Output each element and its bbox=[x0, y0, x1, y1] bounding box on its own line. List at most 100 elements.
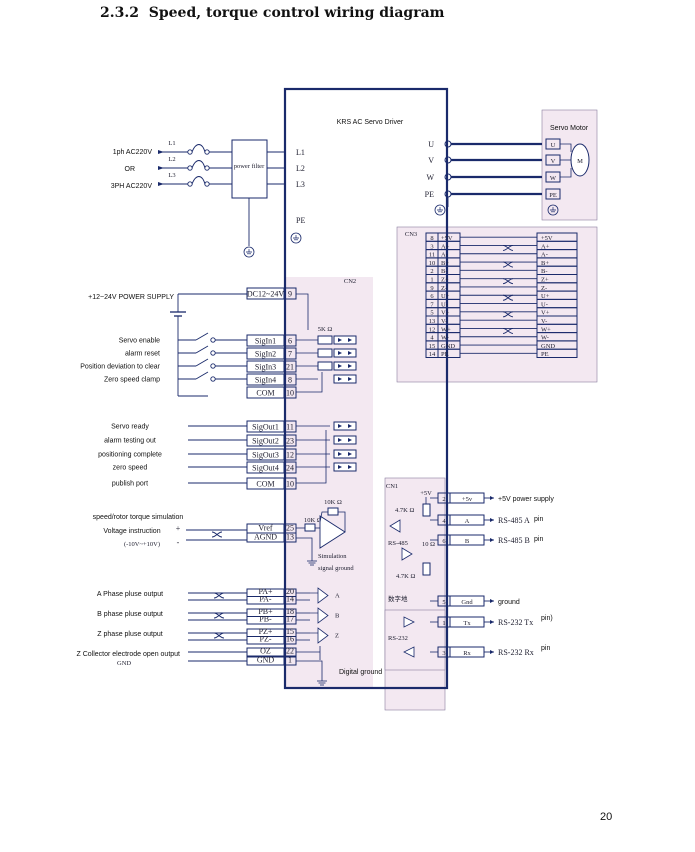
output-label-0: Servo ready bbox=[111, 424, 149, 431]
input-label-1: alarm reset bbox=[125, 351, 160, 358]
analog-minus: - bbox=[177, 538, 180, 547]
cn3-pin-no: 4 bbox=[430, 335, 434, 342]
cn1-pin-no: 3 bbox=[442, 650, 445, 657]
twisted-pair-icon bbox=[502, 311, 514, 318]
cn3-motor-name: B+ bbox=[541, 260, 549, 267]
output-0-no-box bbox=[283, 420, 297, 433]
analog-plus: + bbox=[176, 524, 181, 533]
motor-terminal-2: W bbox=[426, 173, 434, 182]
output-1-pin-no: 23 bbox=[286, 437, 294, 446]
gnd-pin-name: GND bbox=[257, 656, 275, 665]
cn1-label-3: ground bbox=[498, 599, 520, 606]
encoder-2-p-pin-name: PZ+ bbox=[259, 627, 273, 636]
output-0-pin-no: 11 bbox=[286, 423, 294, 432]
cn3-motor-name: U- bbox=[541, 301, 548, 308]
cn1-label-1: RS-485 A bbox=[498, 516, 530, 525]
cn1-dig-ground-label: 数字地 bbox=[388, 594, 408, 603]
arrow-icon bbox=[490, 518, 494, 522]
cn3-pin-no: 8 bbox=[430, 235, 433, 242]
cn3-motor-name: W- bbox=[541, 335, 549, 342]
resistor-icon bbox=[304, 523, 316, 532]
cn3-pin-name: PE bbox=[441, 351, 449, 358]
cn1-rs232-label: RS-232 bbox=[388, 635, 408, 642]
line-driver-icon bbox=[317, 587, 329, 604]
cn3-pin-no: 14 bbox=[429, 351, 436, 358]
cn3-pin-no: 5 bbox=[430, 310, 433, 317]
cn3-motor-name: B- bbox=[541, 268, 548, 275]
ground-icon bbox=[290, 232, 302, 244]
analog-agnd-pin-name: AGND bbox=[254, 533, 277, 542]
encoder-gate-1: B bbox=[335, 613, 340, 620]
cn3-motor-name: GND bbox=[541, 343, 555, 350]
cn3-motor-name: +5V bbox=[541, 235, 553, 242]
gnd-pin-no: 1 bbox=[288, 656, 292, 665]
encoder-gate-0: A bbox=[335, 593, 340, 600]
input-0-pin-no: 6 bbox=[288, 337, 292, 346]
cn3-pin-name: V- bbox=[441, 318, 447, 325]
input-resistor-label: 5K Ω bbox=[318, 326, 333, 333]
terminal-icon bbox=[204, 149, 210, 155]
twisted-pair-icon bbox=[213, 632, 225, 639]
cn1-label-0: +5V power supply bbox=[498, 496, 554, 503]
input-3-no-box bbox=[283, 373, 297, 386]
led-icon bbox=[338, 351, 342, 355]
switch-contact-icon bbox=[210, 363, 216, 369]
cn3-pin-no: 7 bbox=[430, 301, 434, 308]
cn3-pin-name: B- bbox=[441, 268, 448, 275]
optocoupler-icon bbox=[333, 421, 357, 431]
wire bbox=[296, 537, 313, 556]
motor-pin-3: PE bbox=[549, 192, 557, 199]
switch-contact-icon bbox=[210, 337, 216, 343]
cn3-motor-name: Z+ bbox=[541, 277, 549, 284]
cn1-pin-name: Rx bbox=[463, 650, 471, 657]
input-0-no-box bbox=[283, 334, 297, 347]
supply-pin-name: DC12~24V bbox=[247, 290, 284, 299]
arrow-icon bbox=[490, 620, 494, 624]
input-label-2: Position deviation to clear bbox=[80, 364, 160, 371]
optocoupler-icon bbox=[333, 374, 357, 384]
transistor-icon bbox=[348, 377, 352, 381]
cn3-pin-no: 13 bbox=[429, 318, 436, 325]
cn3-pin-name: A+ bbox=[441, 243, 450, 250]
resistor-icon bbox=[317, 348, 333, 358]
twisted-pair-icon bbox=[213, 592, 225, 599]
input-1-pin-name: SigIn2 bbox=[255, 350, 276, 359]
output-2-pin-name: SigOut3 bbox=[252, 451, 279, 460]
led-icon bbox=[338, 364, 342, 368]
cn1-pin-name: +5v bbox=[462, 496, 473, 503]
output-0-pin-name: SigOut1 bbox=[252, 423, 279, 432]
transmitter-icon bbox=[401, 547, 413, 561]
input-3-pin-no: 8 bbox=[288, 376, 292, 385]
cn1-r10-label: 10 Ω bbox=[422, 541, 435, 548]
cn3-pin-name: U+ bbox=[441, 293, 450, 300]
optocoupler-icon bbox=[333, 335, 357, 345]
wire bbox=[296, 430, 327, 484]
power-input-label: L1 bbox=[168, 140, 175, 147]
led-icon bbox=[338, 338, 342, 342]
fuse-icon bbox=[191, 176, 206, 185]
wire bbox=[560, 168, 572, 178]
output-3-pin-name: SigOut4 bbox=[252, 464, 279, 473]
switch-contact-icon bbox=[210, 350, 216, 356]
rs232-rx-icon bbox=[403, 646, 415, 658]
fuse-icon bbox=[191, 144, 206, 153]
cn1-pin-name: A bbox=[465, 518, 470, 525]
terminal-icon bbox=[187, 181, 193, 187]
section-number: 2.3.2 bbox=[100, 5, 139, 21]
analog-ground-label-1: Simulation bbox=[318, 553, 347, 560]
driver-terminal-pe: PE bbox=[296, 216, 305, 225]
encoder-label-0: A Phase pluse output bbox=[97, 591, 163, 598]
driver-title: KRS AC Servo Driver bbox=[337, 119, 404, 126]
twisted-pair-icon bbox=[502, 278, 514, 285]
cn3-pin-no: 2 bbox=[430, 268, 433, 275]
twisted-pair-icon bbox=[502, 245, 514, 251]
led-icon bbox=[338, 465, 342, 469]
analog-ground-label-2: signal ground bbox=[318, 565, 354, 572]
switch-contact-icon bbox=[210, 376, 216, 382]
resistor-icon bbox=[317, 361, 333, 371]
supply-pin-no: 9 bbox=[288, 290, 292, 299]
cn3-motor-name: W+ bbox=[541, 326, 551, 333]
power-label-or: OR bbox=[125, 166, 136, 173]
transistor-icon bbox=[348, 438, 352, 442]
output-label-4: publish port bbox=[112, 481, 148, 488]
